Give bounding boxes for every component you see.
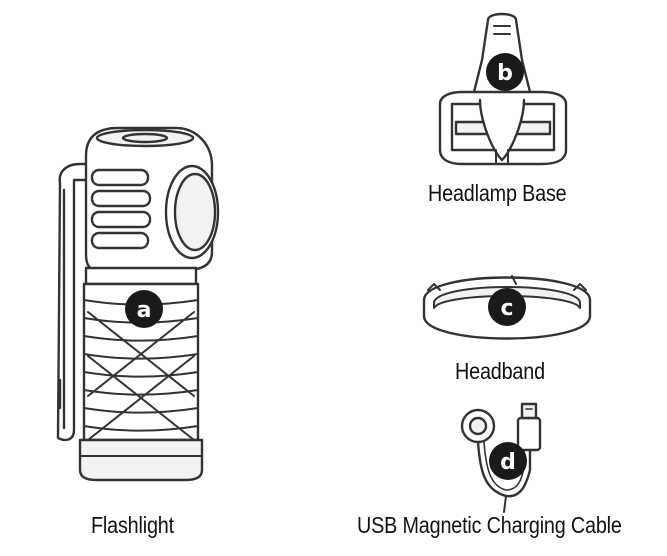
marker-c-letter: c: [500, 296, 513, 321]
marker-a-letter: a: [137, 298, 152, 323]
marker-b: b: [486, 53, 524, 91]
flashlight-illustration: [56, 126, 220, 482]
marker-a: a: [125, 290, 163, 328]
marker-d: d: [489, 442, 527, 480]
headlamp-base-illustration: [438, 12, 568, 166]
marker-c: c: [488, 288, 526, 326]
marker-b-letter: b: [497, 61, 513, 86]
caption-usb-cable: USB Magnetic Charging Cable: [357, 512, 622, 538]
marker-d-letter: d: [500, 450, 516, 475]
caption-flashlight: Flashlight: [91, 512, 174, 538]
usb-cable-illustration: [460, 402, 542, 513]
caption-headlamp-base: Headlamp Base: [428, 180, 567, 206]
caption-headband: Headband: [455, 358, 545, 384]
